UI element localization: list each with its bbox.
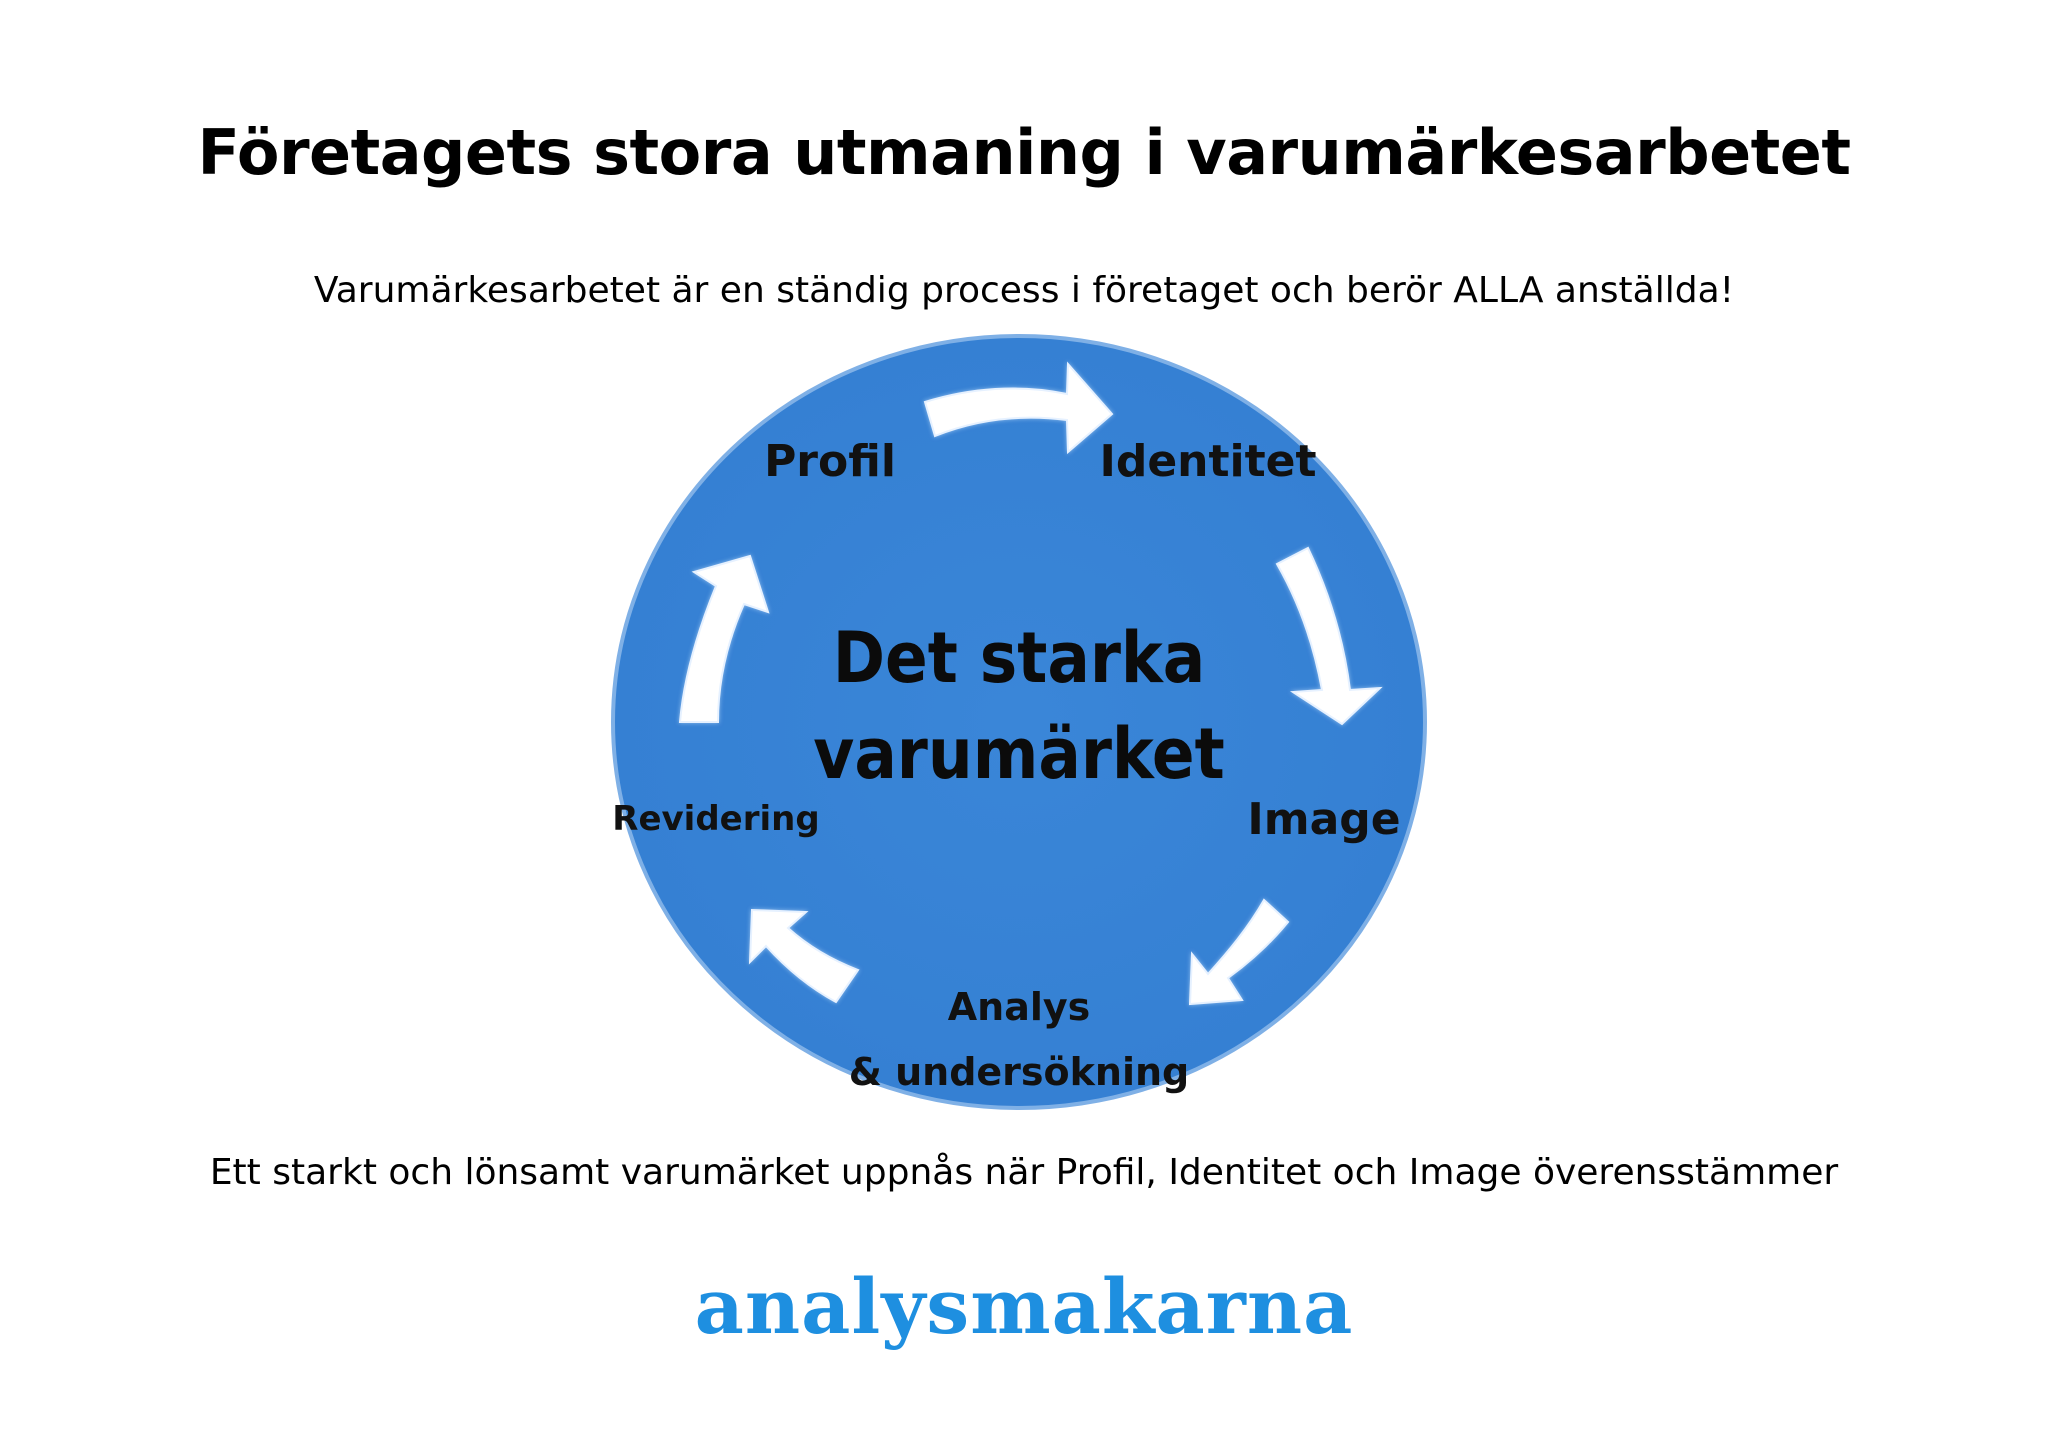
subtitle: Varumärkesarbetet är en ständig process … [313, 270, 1735, 311]
node-image: Image [1247, 794, 1400, 845]
center-label-line2: varumärket [813, 713, 1224, 795]
arrow-down-icon [1275, 546, 1383, 726]
center-label-line1: Det starka [833, 617, 1206, 699]
analysmakarna-logo: analysmakarna [694, 1262, 1354, 1351]
arrow-up-icon [678, 554, 770, 723]
page-title: Företagets stora utmaning i varumärkesar… [197, 116, 1851, 189]
arrow-right-icon [923, 361, 1114, 455]
node-identitet: Identitet [1099, 436, 1316, 487]
arrow-up-left-icon [748, 908, 860, 1004]
node-undersokning: & undersökning [849, 1050, 1190, 1094]
footer-statement: Ett starkt och lönsamt varumärket uppnås… [209, 1152, 1839, 1193]
node-profil: Profil [764, 436, 896, 487]
node-revidering: Revidering [612, 799, 819, 839]
node-analys: Analys [948, 985, 1091, 1029]
cycle-circle [611, 334, 1427, 1110]
arrow-down-left-icon [1188, 898, 1290, 1006]
